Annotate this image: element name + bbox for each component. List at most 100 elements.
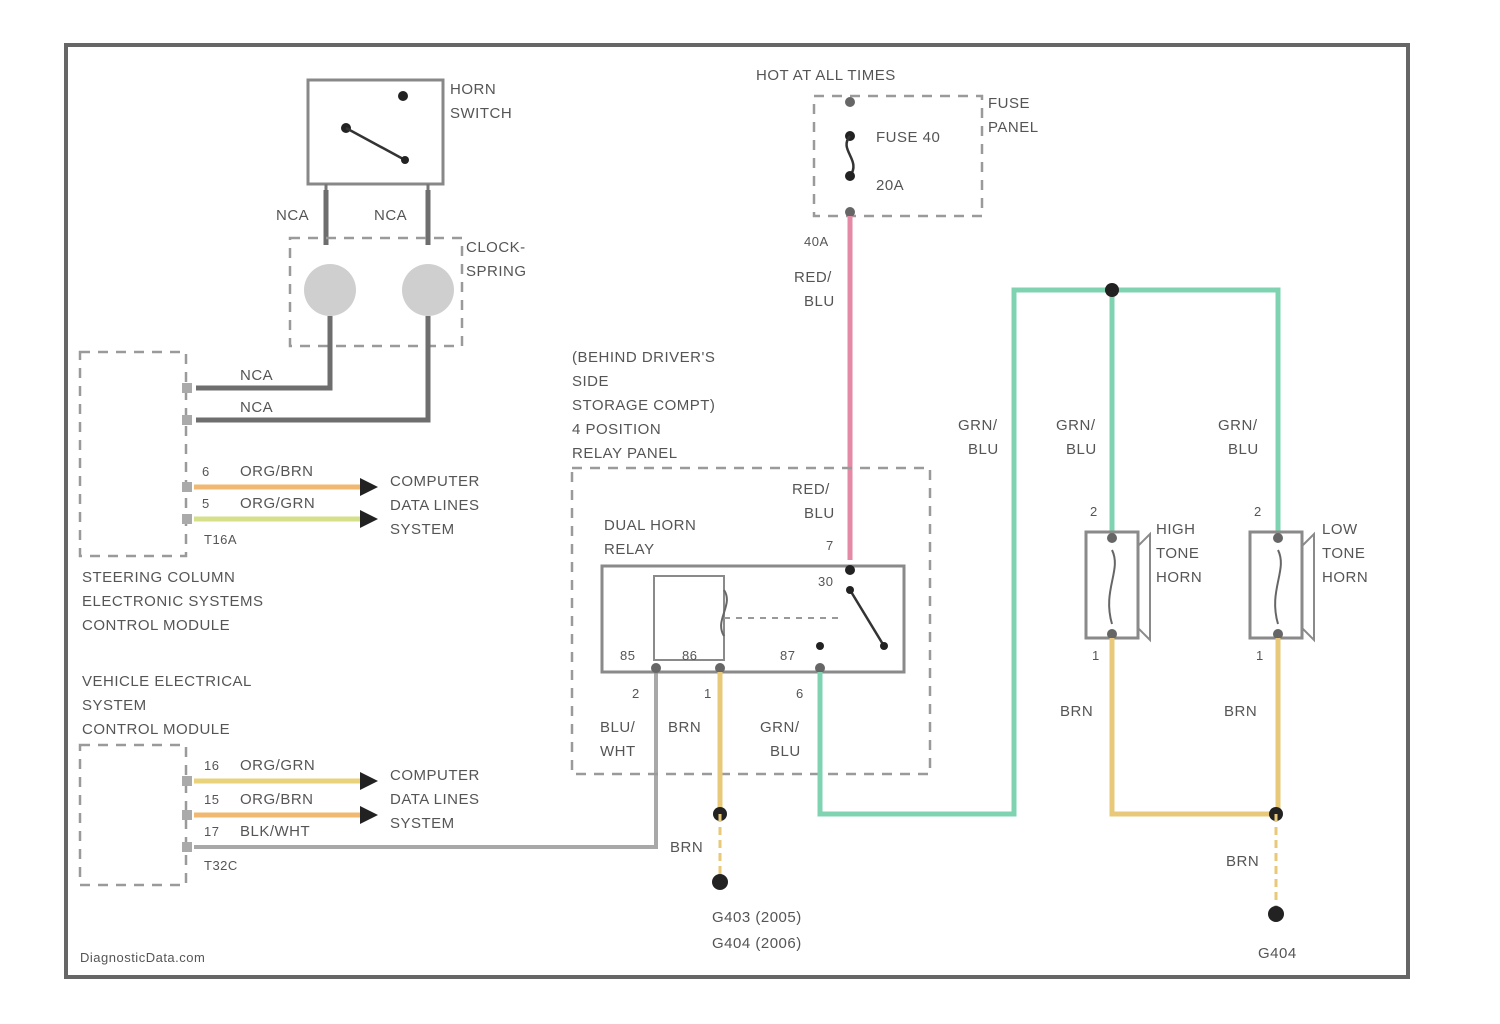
relay-contact-tip <box>880 642 888 650</box>
vecm-pin-b: 15 <box>204 792 219 807</box>
relay-terminal-85 <box>651 663 661 673</box>
vecm-wire-c-label: BLK/WHT <box>240 823 310 840</box>
low-tone-horn-coil <box>1275 550 1281 624</box>
vecm-can-arrow-b <box>360 806 378 824</box>
brn-horn-b-label: BRN <box>1224 703 1257 720</box>
sccm-terminal-b <box>182 415 192 425</box>
high-horn-pin-2: 2 <box>1090 504 1098 519</box>
high-horn-terminal-2 <box>1107 533 1117 543</box>
relay-contact-pivot <box>846 586 854 594</box>
nca-left-label: NCA <box>276 207 309 224</box>
sccm-terminal-a <box>182 383 192 393</box>
fuse-amperage-label: 20A <box>876 177 904 194</box>
vecm-box <box>80 745 186 885</box>
sccm-wire-b-label: ORG/GRN <box>240 495 315 512</box>
vecm-can-arrow-a <box>360 772 378 790</box>
grn-blu-b-label: GRN/BLU <box>1056 417 1097 458</box>
low-horn-pin-1: 1 <box>1256 648 1264 663</box>
brn-lower-right-label: BRN <box>1226 853 1259 870</box>
fuse-contact-b <box>845 171 855 181</box>
relay-pin-85: 85 <box>620 648 635 663</box>
ground-left-label: G403 (2005)G404 (2006) <box>712 909 802 952</box>
fuse-element <box>847 136 854 176</box>
vecm-connector-label: T32C <box>204 858 238 873</box>
vecm-pin-a: 16 <box>204 758 219 773</box>
horn-switch-contact-fixed <box>398 91 408 101</box>
relay-pin-6: 6 <box>796 686 804 701</box>
horn-switch-box <box>308 80 443 184</box>
relay-terminal-86 <box>715 663 725 673</box>
sccm-terminal-c <box>182 482 192 492</box>
horn-feed-splice <box>1105 283 1119 297</box>
low-horn-terminal-1 <box>1273 629 1283 639</box>
red-blu-upper-label: RED/BLU <box>794 269 835 310</box>
sccm-wire-a-label: ORG/BRN <box>240 463 314 480</box>
relay-pin-86: 86 <box>682 648 697 663</box>
vecm-wire-b-label: ORG/BRN <box>240 791 314 808</box>
grn-blu-relay-label: GRN/BLU <box>760 719 801 760</box>
clockspring-label: CLOCK-SPRING <box>466 239 527 280</box>
ground-point-right <box>1268 906 1284 922</box>
low-horn-terminal-2 <box>1273 533 1283 543</box>
relay-pin-87: 87 <box>780 648 795 663</box>
brn-horn-a-label: BRN <box>1060 703 1093 720</box>
sccm-can-arrow-a <box>360 478 378 496</box>
nca-right-label: NCA <box>374 207 407 224</box>
high-horn-terminal-1 <box>1107 629 1117 639</box>
vecm-wire-a-label: ORG/GRN <box>240 757 315 774</box>
clockspring-coil-right <box>402 264 454 316</box>
sccm-can-arrow-b <box>360 510 378 528</box>
low-tone-horn-label: LOWTONEHORN <box>1322 521 1368 586</box>
relay-contact-87 <box>816 642 824 650</box>
grn-blu-c-label: GRN/BLU <box>1218 417 1259 458</box>
brn-relay-label: BRN <box>668 719 701 736</box>
nca-upper-wire-label: NCA <box>240 367 273 384</box>
ground-point-left <box>712 874 728 890</box>
high-horn-pin-1: 1 <box>1092 648 1100 663</box>
sccm-pin-b: 5 <box>202 496 210 511</box>
red-blu-lower-label: RED/BLU <box>792 481 835 522</box>
vecm-terminal-c <box>182 842 192 852</box>
fuse-panel-box <box>814 96 982 216</box>
clockspring-coil-left <box>304 264 356 316</box>
relay-contact-arm <box>850 590 884 646</box>
low-horn-pin-2: 2 <box>1254 504 1262 519</box>
relay-to-horns-wire <box>820 290 1278 814</box>
dual-horn-relay-label: DUAL HORNRELAY <box>604 517 696 558</box>
fuse-terminal-bottom <box>845 207 855 217</box>
high-tone-horn-coil <box>1109 550 1115 624</box>
hot-at-all-times-label: HOT AT ALL TIMES <box>756 67 896 84</box>
relay-terminal-87 <box>815 663 825 673</box>
relay-pin-1: 1 <box>704 686 712 701</box>
relay-pin-2: 2 <box>632 686 640 701</box>
low-tone-horn <box>1250 532 1302 638</box>
high-tone-horn-bell <box>1138 534 1150 640</box>
fuse-number-label: FUSE 40 <box>876 129 940 146</box>
high-horn-ground-wire <box>1112 638 1276 814</box>
relay-pin-7: 7 <box>826 538 834 553</box>
blu-wht-label: BLU/WHT <box>600 719 636 760</box>
low-tone-horn-bell <box>1302 534 1314 640</box>
fuse-terminal-top <box>845 97 855 107</box>
vecm-pin-c: 17 <box>204 824 219 839</box>
nca-lower-wire-label: NCA <box>240 399 273 416</box>
sccm-connector-label: T16A <box>204 532 237 547</box>
vecm-terminal-b <box>182 810 192 820</box>
vecm-terminal-a <box>182 776 192 786</box>
sccm-terminal-d <box>182 514 192 524</box>
horn-switch-contact-end <box>401 156 409 164</box>
ground-right-label: G404 <box>1258 945 1297 962</box>
brn-lower-left-label: BRN <box>670 839 703 856</box>
wire-code-label: 40A <box>804 234 829 249</box>
relay-terminal-30 <box>845 565 855 575</box>
horn-switch-arm <box>346 128 405 160</box>
nca-wire-lower <box>196 316 428 420</box>
